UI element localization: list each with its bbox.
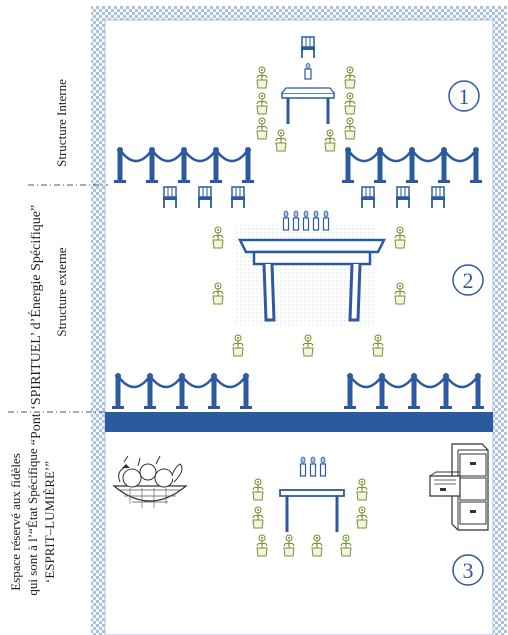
zone-1-marker: 1 (448, 80, 480, 112)
fruit-basket-icon (112, 455, 188, 508)
reserved-space-line1: Espace réservé aux fidèles (8, 453, 23, 591)
chair-icon (300, 36, 316, 59)
chair-icon (162, 186, 446, 209)
stanchion-barrier-icon (114, 147, 482, 183)
candle-icon (304, 63, 312, 80)
zone-1-number: 1 (459, 84, 470, 109)
right-wall (493, 6, 507, 635)
candle-icon (299, 456, 327, 477)
inner-room-border (104, 19, 494, 635)
external-structure-label: Structure externe (54, 247, 69, 336)
stanchion-barrier-icon (112, 373, 484, 409)
reserved-space-line2: qui sont à l’“État Spécifique (25, 448, 40, 596)
table-icon (279, 489, 345, 532)
zone-2-number: 2 (463, 268, 474, 293)
internal-structure-label: Structure Interne (54, 79, 69, 167)
zone-3-number: 3 (463, 558, 474, 583)
zone-3-marker: 3 (452, 554, 484, 586)
table-icon (281, 87, 335, 124)
reserved-space-line3: ‘ESPRIT–LUMIÈRE’” (42, 461, 57, 583)
zone-2-marker: 2 (452, 264, 484, 296)
divider-bar (105, 412, 493, 432)
left-wall (91, 6, 105, 635)
table-icon (237, 238, 387, 322)
bridge-title: “Pont ‘SPIRITUEL’ d’Énergie Spécifique” (27, 205, 44, 445)
filing-cabinet-icon (429, 443, 489, 531)
top-wall (91, 6, 507, 20)
